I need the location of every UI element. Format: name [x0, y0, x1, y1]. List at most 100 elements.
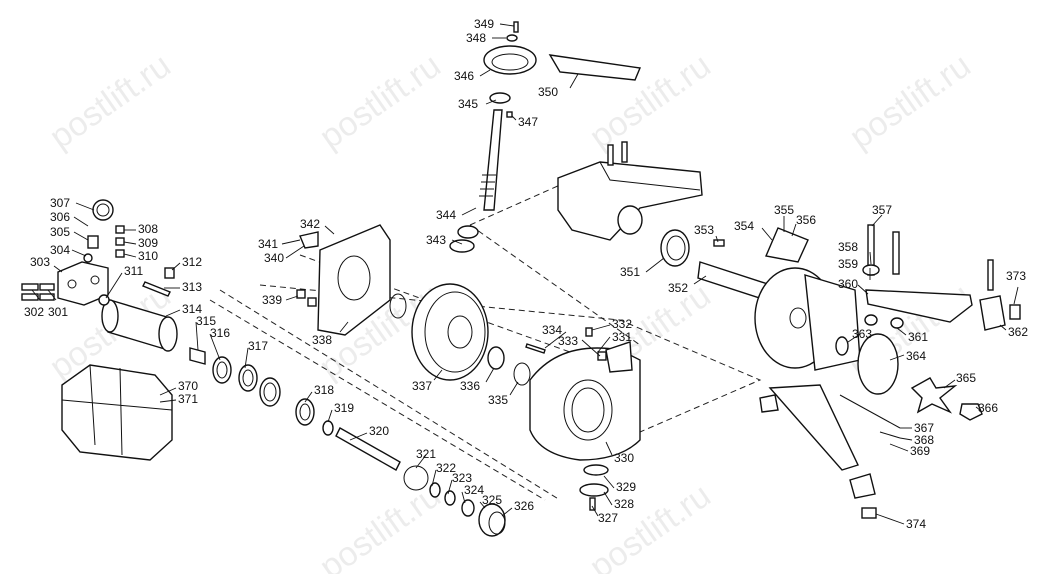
part-label-333: 333	[558, 334, 578, 348]
arm-group	[557, 141, 1021, 519]
bearing	[295, 398, 315, 426]
nut	[189, 347, 206, 365]
part-label-352: 352	[668, 281, 688, 295]
turbine-housing-group	[525, 327, 641, 511]
part-label-369: 369	[910, 444, 930, 458]
part-label-370: 370	[178, 379, 198, 393]
disc	[857, 333, 899, 395]
part-label-351: 351	[620, 265, 640, 279]
flange-plate	[317, 224, 391, 336]
part-label-353: 353	[694, 223, 714, 237]
watermark: postlift.ru	[313, 46, 448, 156]
part-label-328: 328	[614, 497, 634, 511]
part-label-325: 325	[482, 493, 502, 507]
part-label-319: 319	[334, 401, 354, 415]
part-label-358: 358	[838, 240, 858, 254]
part-label-365: 365	[956, 371, 976, 385]
part-label-338: 338	[312, 333, 332, 347]
part-label-374: 374	[906, 517, 926, 531]
part-label-348: 348	[466, 31, 486, 45]
motor-and-gearbox-group	[21, 199, 206, 461]
part-label-318: 318	[314, 383, 334, 397]
part-label-315: 315	[196, 314, 216, 328]
part-label-323: 323	[452, 471, 472, 485]
motor-housing	[61, 364, 173, 461]
arm-frame	[557, 161, 703, 241]
part-label-361: 361	[908, 330, 928, 344]
part-label-313: 313	[182, 280, 202, 294]
part-label-324: 324	[464, 483, 484, 497]
part-label-335: 335	[488, 393, 508, 407]
watermark: postlift.ru	[843, 46, 978, 156]
spindle	[483, 109, 503, 211]
part-label-340: 340	[264, 251, 284, 265]
pulley-group	[296, 224, 531, 386]
top-pulley-group	[449, 21, 641, 253]
part-label-366: 366	[978, 401, 998, 415]
part-label-334: 334	[542, 323, 562, 337]
part-label-350: 350	[538, 85, 558, 99]
part-label-357: 357	[872, 203, 892, 217]
part-label-307: 307	[50, 196, 70, 210]
part-label-342: 342	[300, 217, 320, 231]
part-label-345: 345	[458, 97, 478, 111]
part-label-362: 362	[1008, 325, 1028, 339]
part-label-359: 359	[838, 257, 858, 271]
watermark: postlift.ru	[313, 476, 448, 574]
part-label-360: 360	[838, 277, 858, 291]
part-label-304: 304	[50, 243, 70, 257]
part-label-364: 364	[906, 349, 926, 363]
part-label-327: 327	[598, 511, 618, 525]
part-label-301: 301	[48, 305, 68, 319]
part-label-305: 305	[50, 225, 70, 239]
fitting	[39, 283, 55, 291]
part-label-354: 354	[734, 219, 754, 233]
part-label-343: 343	[426, 233, 446, 247]
o-ring	[403, 465, 429, 491]
pressure-gauge	[92, 199, 114, 221]
part-label-326: 326	[514, 499, 534, 513]
part-label-306: 306	[50, 210, 70, 224]
part-label-330: 330	[614, 451, 634, 465]
part-label-349: 349	[474, 17, 494, 31]
part-labels: 301 302 303 304 305 306 307 308 309 310 …	[24, 17, 1028, 531]
part-label-355: 355	[774, 203, 794, 217]
turbine-housing	[529, 347, 641, 461]
shaft-group	[212, 356, 506, 537]
part-label-314: 314	[182, 302, 202, 316]
part-label-329: 329	[616, 480, 636, 494]
leader-lines	[31, 23, 1019, 525]
cover-plate	[765, 227, 809, 263]
part-label-371: 371	[178, 392, 198, 406]
part-label-331: 331	[612, 330, 632, 344]
part-label-339: 339	[262, 293, 282, 307]
part-label-312: 312	[182, 255, 202, 269]
part-label-341: 341	[258, 237, 278, 251]
part-label-311: 311	[124, 264, 143, 278]
bearing	[259, 377, 281, 407]
part-label-316: 316	[210, 326, 230, 340]
part-label-320: 320	[369, 424, 389, 438]
part-label-332: 332	[612, 317, 632, 331]
bearing	[238, 364, 258, 392]
part-label-347: 347	[518, 115, 538, 129]
part-label-308: 308	[138, 222, 158, 236]
part-label-346: 346	[454, 69, 474, 83]
bearing	[212, 356, 232, 384]
drive-shaft	[335, 427, 401, 471]
part-label-356: 356	[796, 213, 816, 227]
part-label-309: 309	[138, 236, 158, 250]
part-label-303: 303	[30, 255, 50, 269]
part-label-363: 363	[852, 327, 872, 341]
part-label-344: 344	[436, 208, 456, 222]
part-label-322: 322	[436, 461, 456, 475]
part-label-317: 317	[248, 339, 268, 353]
watermark: postlift.ru	[43, 46, 178, 156]
part-label-302: 302	[24, 305, 44, 319]
part-label-367: 367	[914, 421, 934, 435]
part-label-321: 321	[416, 447, 436, 461]
part-label-368: 368	[914, 433, 934, 447]
fitting	[87, 235, 99, 249]
lever-arm	[865, 289, 973, 323]
